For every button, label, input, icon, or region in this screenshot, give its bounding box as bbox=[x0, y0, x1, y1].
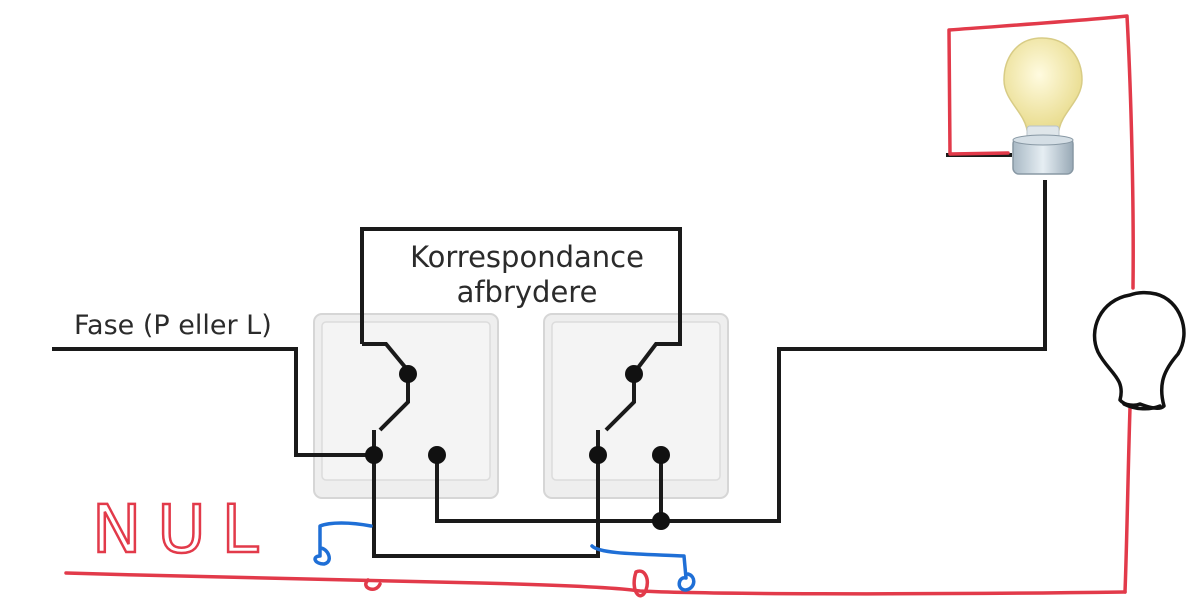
phase-wire bbox=[52, 347, 374, 457]
switch-plate-right bbox=[543, 313, 729, 499]
neutral-wire bbox=[64, 571, 1127, 596]
phase-label: Fase (P eller L) bbox=[74, 310, 272, 341]
blue-jumpers bbox=[313, 521, 696, 592]
common-bridge-wire bbox=[360, 227, 682, 375]
neutral-red-wiring bbox=[64, 14, 1135, 598]
right-switch-lever bbox=[604, 375, 636, 432]
switch-title-line2: afbrydere bbox=[457, 275, 598, 309]
lamp-red-loop bbox=[947, 14, 1135, 290]
switch-title-line1: Korrespondance bbox=[410, 240, 644, 274]
left-switch-lever bbox=[378, 375, 410, 432]
blue-jumper-left bbox=[313, 521, 373, 566]
neutral-label: NUL bbox=[92, 491, 274, 568]
traveller-wire-2 bbox=[435, 180, 1047, 523]
lightbulb-icon bbox=[1003, 37, 1083, 175]
traveller-wire-1 bbox=[372, 430, 600, 558]
red-riser bbox=[1123, 406, 1132, 594]
sketched-bulb-icon bbox=[1092, 290, 1186, 411]
black-wiring bbox=[52, 153, 1047, 558]
blue-jumper-right bbox=[590, 544, 696, 592]
switch-terminals bbox=[365, 365, 670, 530]
